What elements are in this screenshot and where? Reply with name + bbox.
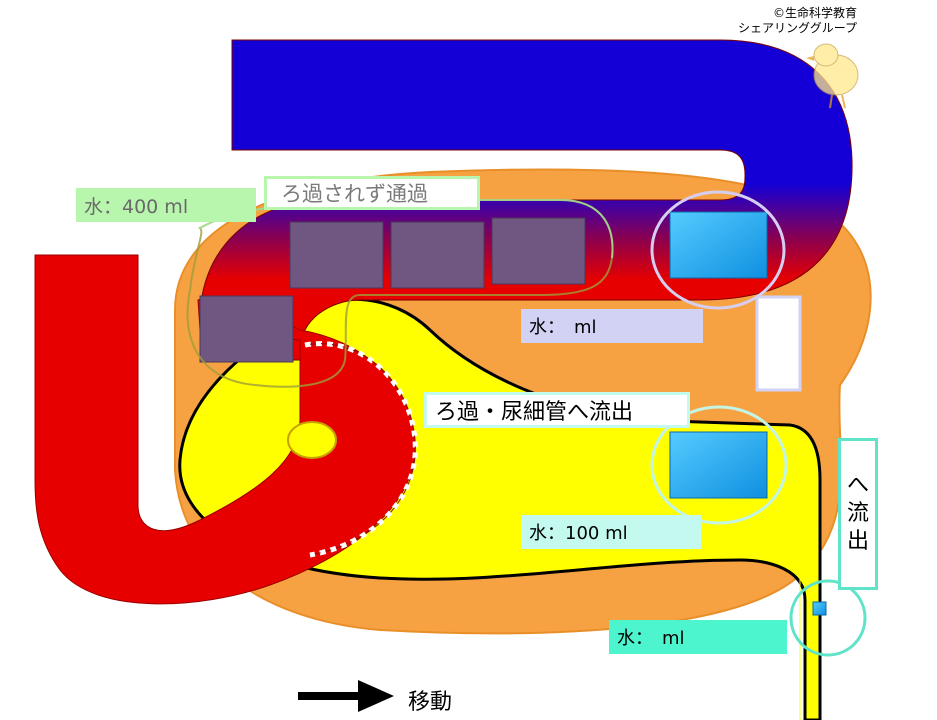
label-water-blank-bottom: 水： ml: [609, 620, 787, 654]
label-water-400: 水：400 ml: [76, 188, 256, 222]
yellow-oval: [287, 421, 337, 459]
label-not-filtered: ろ過されず通過: [264, 176, 480, 210]
credit-line1: ©生命科学教育: [772, 6, 857, 20]
water-circle-small: [789, 579, 867, 657]
label-water-blank-top: 水： ml: [521, 309, 703, 343]
water-circle-top: [650, 190, 786, 310]
label-outflow-char: へ: [846, 473, 869, 498]
label-outflow-char: 流: [846, 501, 869, 526]
white-bar: [755, 295, 802, 392]
move-arrow-icon: [298, 680, 394, 712]
water-block-small: [812, 601, 827, 616]
label-outflow-char: 出: [846, 529, 869, 554]
credit-line2: シェアリンググループ: [737, 21, 857, 35]
water-block-top: [669, 211, 768, 279]
label-outflow-vertical: へ 流 出: [838, 438, 878, 590]
protein-block: [289, 221, 384, 289]
credit: ©生命科学教育 シェアリンググループ: [738, 6, 857, 36]
glomerulus-membrane-shadow: [304, 343, 416, 556]
water-block-mid: [669, 431, 768, 499]
label-water-100: 水：100 ml: [521, 515, 701, 549]
protein-block: [491, 217, 586, 285]
label-move: 移動: [408, 690, 453, 715]
protein-block: [390, 221, 485, 289]
water-circle-mid: [650, 405, 788, 525]
label-filtration-outflow: ろ過・尿細管へ流出: [424, 392, 690, 428]
protein-block: [199, 295, 294, 363]
chick-illustration: [806, 43, 859, 109]
